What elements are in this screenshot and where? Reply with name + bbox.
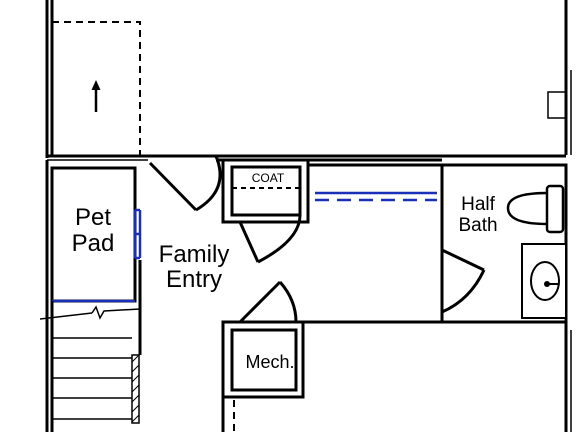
entry-door-leaf xyxy=(148,161,198,212)
garage-area xyxy=(45,0,572,161)
stair-break-line-a xyxy=(39,312,93,320)
bath-door-leaf xyxy=(441,248,485,272)
stairs xyxy=(39,260,142,432)
sink-icon xyxy=(521,243,567,319)
stair-rail-hatch xyxy=(131,354,140,423)
garage-entry-door xyxy=(148,154,222,212)
mech-walls xyxy=(221,320,305,399)
family-entry-label-line1: Family xyxy=(159,241,230,268)
coat-closet-inner xyxy=(230,165,302,217)
door-swing-icon xyxy=(441,269,486,314)
half-bath-label-line1: Half xyxy=(461,194,496,215)
stair-break-line-b xyxy=(91,305,141,320)
half-bath-label-line2: Bath xyxy=(458,215,497,236)
door-swing-icon xyxy=(257,214,302,264)
mech-door-leaf xyxy=(238,280,282,324)
coat-closet: COAT xyxy=(221,158,310,264)
mech-label: Mech. xyxy=(245,352,294,372)
door-swing-icon xyxy=(195,155,222,212)
coat-closet-label: COAT xyxy=(252,171,285,185)
up-arrow-icon xyxy=(91,80,101,112)
door-swing-icon xyxy=(278,281,298,323)
coat-closet-walls xyxy=(221,158,310,224)
pet-pad-room: Pet Pad xyxy=(45,160,142,432)
pet-pad-label-line2: Pad xyxy=(72,230,115,257)
pet-pad-label-line1: Pet xyxy=(75,204,111,231)
stair-rail xyxy=(131,354,140,424)
coat-door-leaf xyxy=(238,221,260,263)
mech-inner xyxy=(230,328,298,392)
half-bath: Half Bath xyxy=(440,163,568,324)
toilet-icon xyxy=(506,184,565,234)
family-entry-label-line2: Entry xyxy=(166,266,222,293)
storage-outline xyxy=(52,21,141,156)
mech-room: Mech. xyxy=(221,280,305,432)
garage-fixture xyxy=(547,91,567,119)
